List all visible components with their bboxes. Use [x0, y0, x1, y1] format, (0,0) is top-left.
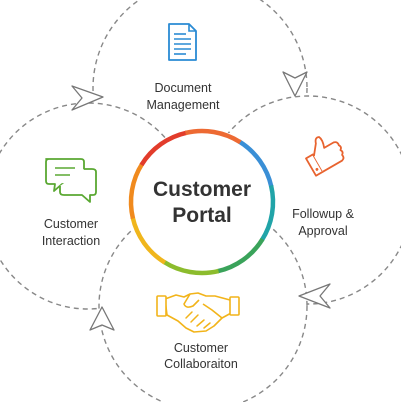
center-title-line1: Customer: [153, 178, 251, 201]
document-label-line1: Document: [155, 81, 212, 95]
collaboration-label-line1: Customer: [174, 341, 228, 355]
thumbs-up-icon: [305, 136, 345, 177]
document-label-line2: Management: [147, 98, 220, 112]
arrow-to-collaboration-icon: [298, 283, 331, 309]
arrow-to-document-icon: [71, 85, 104, 111]
center-ring-segment: [130, 216, 167, 265]
center-ring-segment: [184, 128, 242, 145]
center-ring-segment: [216, 237, 265, 274]
arrow-to-interaction-icon: [89, 306, 115, 331]
chat-bubbles-icon: [45, 158, 97, 203]
interaction-label-line1: Customer: [44, 217, 98, 231]
followup-label-line1: Followup &: [292, 207, 354, 221]
collaboration-label-line2: Collaboraiton: [164, 357, 238, 371]
document-icon: [168, 23, 197, 61]
center-title-line2: Portal: [172, 204, 232, 227]
center-ring-segment: [259, 184, 276, 242]
center-ring-segment: [128, 162, 145, 220]
handshake-icon: [156, 292, 240, 333]
center-ring-segment: [162, 259, 220, 276]
center-disk: [128, 128, 276, 276]
followup-label-line2: Approval: [298, 224, 347, 238]
center-ring-segment: [139, 130, 188, 167]
interaction-label-line2: Interaction: [42, 234, 100, 248]
center-ring-segment: [237, 139, 274, 188]
arrow-to-followup-icon: [282, 71, 308, 97]
center-gradient-ring: [128, 128, 276, 276]
